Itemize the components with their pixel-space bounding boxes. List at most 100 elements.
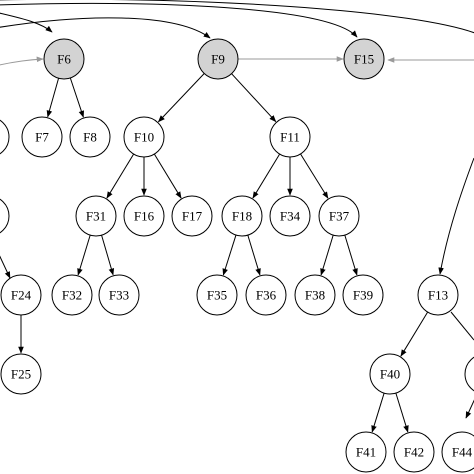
node-label: F33 [109, 288, 129, 303]
node-f42: F42 [393, 431, 435, 473]
edge-offscreen-to-F44 [465, 399, 474, 419]
node-circle [393, 431, 435, 473]
node-f8: F8 [69, 116, 111, 158]
edge-f31-to-f32 [77, 234, 91, 276]
node-f6: F6 [43, 38, 85, 80]
node-f10: F10 [123, 116, 165, 158]
node-circle [294, 274, 336, 316]
node-circle [441, 431, 474, 473]
node-label: F8 [83, 130, 97, 145]
node-circle [345, 431, 387, 473]
node-f13: F13 [417, 274, 459, 316]
long-edges [0, 0, 474, 419]
node-f32: F32 [51, 274, 93, 316]
node-circle [197, 38, 239, 80]
node-label: F40 [380, 367, 400, 382]
node-label: F13 [428, 288, 448, 303]
node-label: F34 [280, 209, 301, 224]
node-f16: F16 [123, 195, 165, 237]
node-label: F44 [452, 445, 473, 460]
node-f38: F38 [294, 274, 336, 316]
node-label: F39 [353, 288, 373, 303]
node-f18: F18 [221, 195, 263, 237]
edge-offscreen-to-F15 [0, 2, 358, 38]
node-f41: F41 [345, 431, 387, 473]
node-f37: F37 [318, 195, 360, 237]
node-circle [75, 195, 117, 237]
node-label: F7 [35, 130, 49, 145]
node-circle [417, 274, 459, 316]
node-circle [98, 274, 140, 316]
node-label: F31 [86, 209, 106, 224]
node-label: F11 [280, 130, 300, 145]
node-label: F42 [404, 445, 424, 460]
node-label: F6 [57, 52, 71, 67]
edge-f18-to-f35 [222, 234, 237, 276]
edge-F13-to-offscreen [450, 311, 474, 341]
node-circle [123, 116, 165, 158]
partial-node-left-middle [0, 198, 10, 234]
node-label: F25 [11, 367, 31, 382]
node-f7: F7 [21, 116, 63, 158]
node-circle [69, 116, 111, 158]
node-circle [51, 274, 93, 316]
node-circle [43, 38, 85, 80]
node-label: F24 [11, 288, 32, 303]
edge-f11-to-f37 [300, 153, 329, 199]
edge-f18-to-f36 [247, 234, 261, 276]
node-circle [0, 274, 42, 316]
node-f34: F34 [269, 195, 311, 237]
node-circle [269, 116, 311, 158]
node-circle [171, 195, 213, 237]
edge-offscreen-to-F24 [0, 255, 11, 279]
node-f25: F25 [0, 353, 42, 395]
node-label: F38 [305, 288, 325, 303]
node-circle [369, 353, 411, 395]
node-f17: F17 [171, 195, 213, 237]
edge-f6-to-f7 [46, 78, 60, 118]
node-f31: F31 [75, 195, 117, 237]
node-label: F16 [134, 209, 155, 224]
edge-offscreen-to-F6 [0, 12, 53, 33]
node-circle [318, 195, 360, 237]
node-f40: F40 [369, 353, 411, 395]
node-circle [245, 274, 287, 316]
node-circle [269, 195, 311, 237]
node-f11: F11 [269, 116, 311, 158]
edge-f9-to-f11 [231, 73, 277, 123]
node-label: F17 [182, 209, 203, 224]
node-f24: F24 [0, 274, 42, 316]
partial-node-right-lower [464, 356, 474, 392]
node-label: F32 [62, 288, 82, 303]
node-f39: F39 [342, 274, 384, 316]
node-f9: F9 [197, 38, 239, 80]
node-circle [342, 274, 384, 316]
edge-f9-to-f10 [157, 73, 205, 123]
node-label: F35 [207, 288, 227, 303]
node-f36: F36 [245, 274, 287, 316]
node-label: F15 [354, 52, 374, 67]
node-circle [196, 274, 238, 316]
edge-f31-to-f33 [101, 235, 115, 276]
edge-f10-to-f31 [106, 153, 135, 199]
node-label: F37 [329, 209, 350, 224]
node-circle [21, 116, 63, 158]
edge-f37-to-f38 [320, 234, 334, 276]
node-f44: F44 [441, 431, 474, 473]
edge-offscreen-to-F9 [0, 17, 211, 39]
edge-offscreen-to-right [0, 0, 474, 34]
node-circle [221, 195, 263, 237]
node-circle [123, 195, 165, 237]
edge-f40-to-f41 [371, 392, 385, 433]
node-label: F10 [134, 130, 154, 145]
partial-node-left-top [0, 119, 10, 155]
node-f15: F15 [343, 38, 385, 80]
node-f33: F33 [98, 274, 140, 316]
node-f35: F35 [196, 274, 238, 316]
edge-f10-to-f17 [153, 153, 182, 199]
edge-f6-to-f8 [69, 77, 85, 118]
node-label: F18 [232, 209, 252, 224]
edge-f11-to-f18 [252, 153, 281, 199]
